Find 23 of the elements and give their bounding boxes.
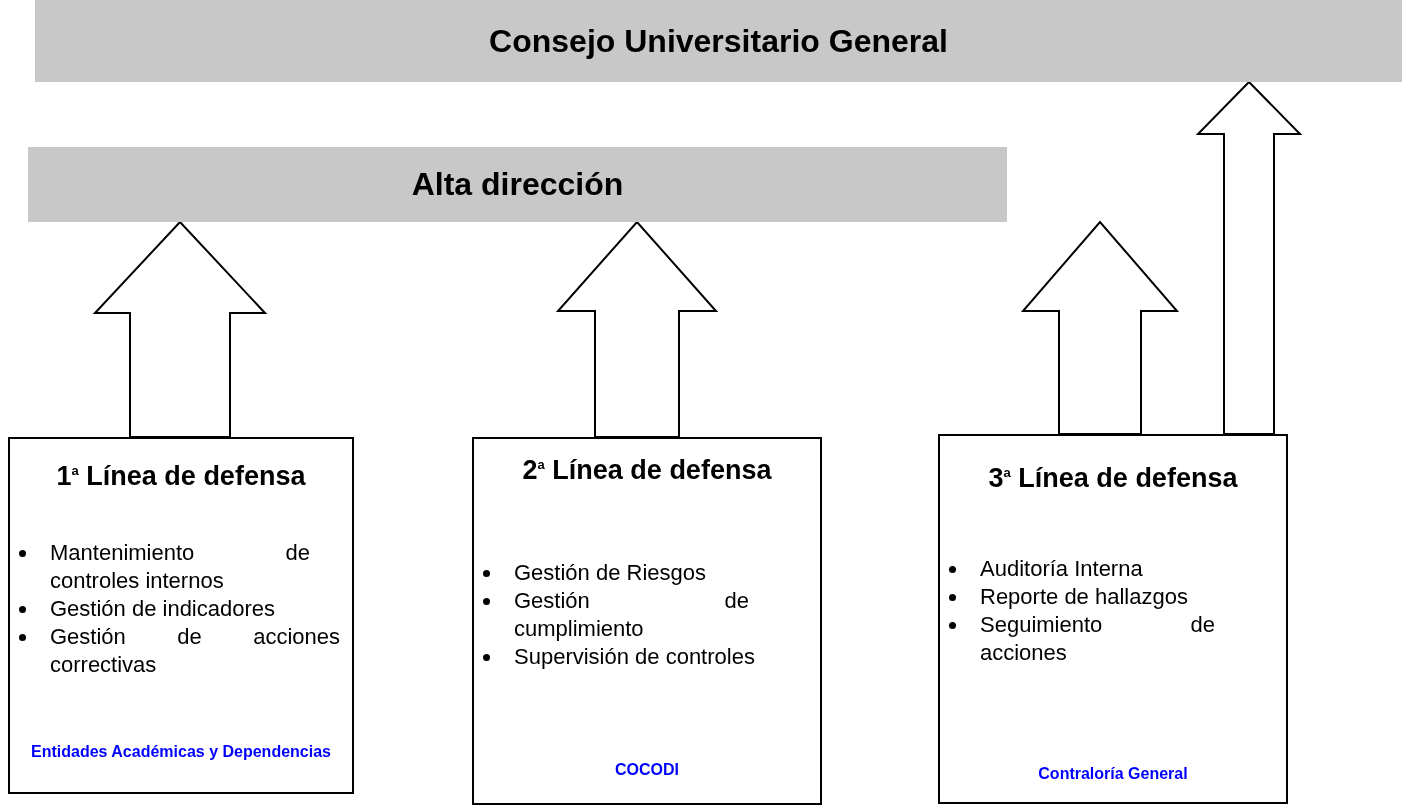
bullet-item: Gestión de cumplimiento <box>514 587 749 643</box>
block-arrow <box>555 220 719 438</box>
band-title: Consejo Universitario General <box>489 22 948 60</box>
bullet-item: Mantenimiento de controles internos <box>50 539 310 595</box>
bullet-item: Reporte de hallazgos <box>980 583 1189 611</box>
bullet-item: Auditoría Interna <box>980 555 1144 583</box>
bullet-item: Supervisión de controles <box>514 643 756 671</box>
bullet-item: Seguimiento de acciones <box>980 611 1215 667</box>
box-heading: 3$^{a}$ Línea de defensa <box>987 463 1239 494</box>
band-title: Alta dirección <box>411 166 624 203</box>
bullet-item: Gestión de indicadores <box>50 595 277 623</box>
block-arrow <box>1020 220 1180 435</box>
block-arrow <box>92 220 268 438</box>
responsible-label: Contraloría General <box>1037 764 1189 784</box>
bullet-item: Gestión de Riesgos <box>514 559 707 587</box>
block-arrow <box>1195 80 1303 435</box>
responsible-label: Entidades Académicas y Dependencias <box>30 742 332 762</box>
box-heading: 1$^{a}$ Línea de defensa <box>55 461 307 492</box>
bullet-item: Gestión de acciones correctivas <box>50 623 340 679</box>
level-band <box>28 147 1007 222</box>
level-band <box>35 0 1402 82</box>
box-heading: 2$^{a}$ Línea de defensa <box>521 455 773 486</box>
responsible-label: COCODI <box>614 760 680 780</box>
